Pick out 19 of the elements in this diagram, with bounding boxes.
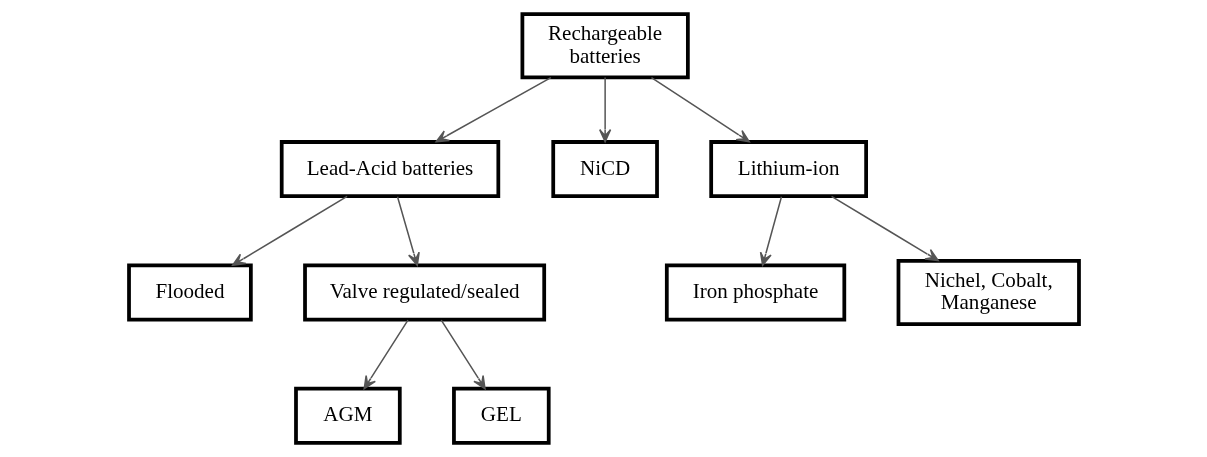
arrow [363, 319, 409, 390]
node-box: Lithium-ion [708, 140, 868, 199]
arrow [598, 76, 611, 143]
node-box: GEL [451, 386, 551, 445]
node-box: NiCD [550, 140, 659, 199]
arrow [440, 319, 486, 390]
arrow [396, 195, 420, 267]
arrow [830, 195, 939, 262]
node-box: Valve regulated/sealed [302, 263, 546, 322]
node-box: Nichel, Cobalt, Manganese [896, 258, 1081, 326]
arrow [650, 76, 750, 143]
arrow [759, 195, 782, 267]
node-box: Rechargeable batteries [520, 12, 690, 80]
node-box: Iron phosphate [664, 263, 846, 322]
node-box: AGM [293, 386, 402, 445]
arrow [231, 195, 348, 266]
node-box: Flooded [126, 263, 253, 322]
arrow [435, 76, 552, 143]
node-box: Lead-Acid batteries [279, 140, 500, 199]
